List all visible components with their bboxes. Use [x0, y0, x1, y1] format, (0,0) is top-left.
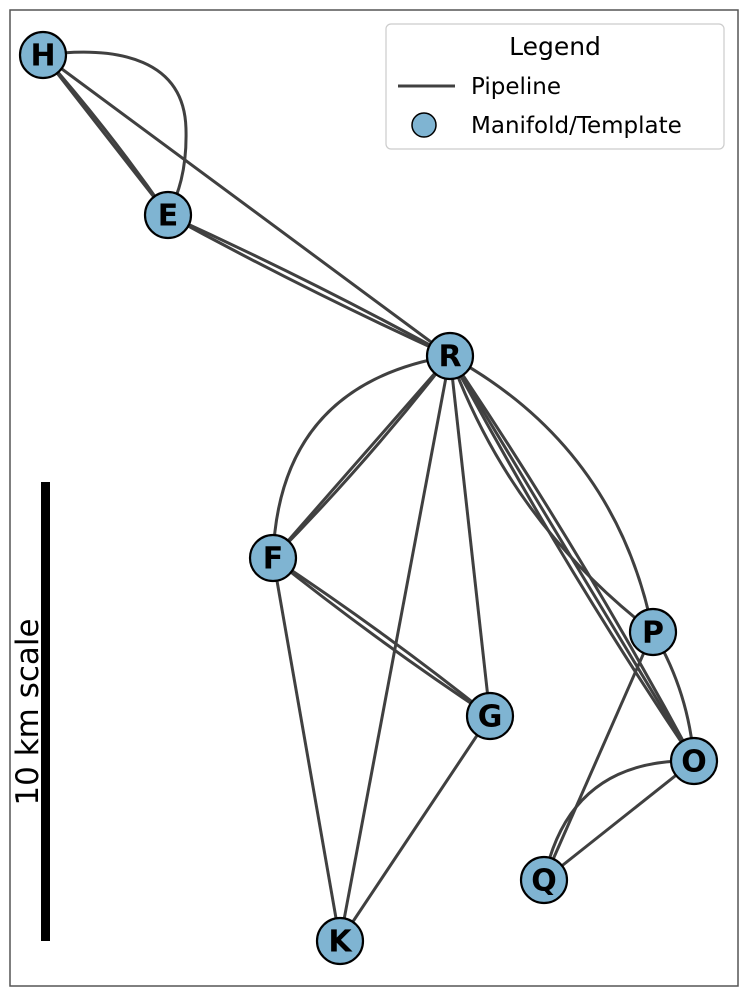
pipeline-edge-E-R [167, 213, 451, 358]
node-circle-P [628, 607, 678, 657]
pipeline-edge-R-O [448, 355, 696, 762]
node-circle-O [669, 736, 719, 786]
node-K: K [315, 916, 365, 966]
pipeline-edge-F-G [272, 556, 491, 718]
pipeline-edge-P-Q [542, 631, 655, 881]
manifold-nodes: H E R F G P O Q K [18, 30, 719, 966]
node-circle-K [315, 916, 365, 966]
node-label-H: H [30, 39, 55, 74]
pipeline-edge-E-R [167, 213, 451, 358]
node-label-R: R [438, 340, 461, 375]
pipeline-edge-R-O [448, 355, 696, 762]
node-label-Q: Q [531, 864, 557, 899]
plot-frame [9, 9, 739, 987]
node-circle-Q [519, 855, 569, 905]
node-O: O [669, 736, 719, 786]
pipeline-edge-O-Q [542, 759, 695, 881]
legend-node-swatch [411, 112, 437, 138]
node-label-K: K [328, 925, 353, 960]
pipeline-edge-H-E [42, 50, 188, 216]
pipeline-edge-R-F [271, 354, 451, 559]
node-G: G [465, 691, 515, 741]
pipeline-edge-R-O [448, 355, 696, 762]
legend-box [385, 23, 725, 150]
pipeline-edge-R-G [448, 355, 492, 717]
legend-pipeline-label: Pipeline [471, 74, 561, 100]
node-H: H [18, 30, 68, 80]
pipeline-edge-R-F [271, 355, 452, 559]
scale-bar-group: 10 km scale [10, 482, 50, 941]
pipeline-edge-G-K [338, 715, 492, 942]
pipeline-edge-H-E [41, 54, 170, 216]
scale-bar [41, 482, 50, 941]
pipeline-edge-R-P [448, 355, 654, 634]
node-R: R [425, 331, 475, 381]
legend-title: Legend [509, 32, 601, 61]
node-label-F: F [263, 542, 284, 577]
node-F: F [248, 533, 298, 583]
legend-node-label: Manifold/Template [471, 113, 682, 139]
pipeline-edge-H-R [42, 53, 451, 358]
node-Q: Q [519, 855, 569, 905]
node-circle-F [248, 533, 298, 583]
node-circle-R [425, 331, 475, 381]
node-label-G: G [478, 700, 503, 735]
legend: Legend Pipeline Manifold/Template [385, 23, 725, 150]
pipeline-edge-F-K [271, 557, 342, 942]
node-circle-H [18, 30, 68, 80]
node-label-P: P [642, 616, 664, 651]
pipeline-edges [41, 50, 696, 942]
node-label-O: O [681, 745, 707, 780]
node-circle-E [143, 190, 193, 240]
node-E: E [143, 190, 193, 240]
pipeline-edge-R-K [338, 355, 452, 942]
node-P: P [628, 607, 678, 657]
node-label-E: E [158, 199, 179, 234]
pipeline-edge-R-P [449, 354, 655, 633]
pipeline-edge-F-G [272, 556, 491, 718]
scale-label: 10 km scale [10, 618, 46, 805]
node-circle-G [465, 691, 515, 741]
pipeline-edge-R-F [271, 355, 452, 560]
